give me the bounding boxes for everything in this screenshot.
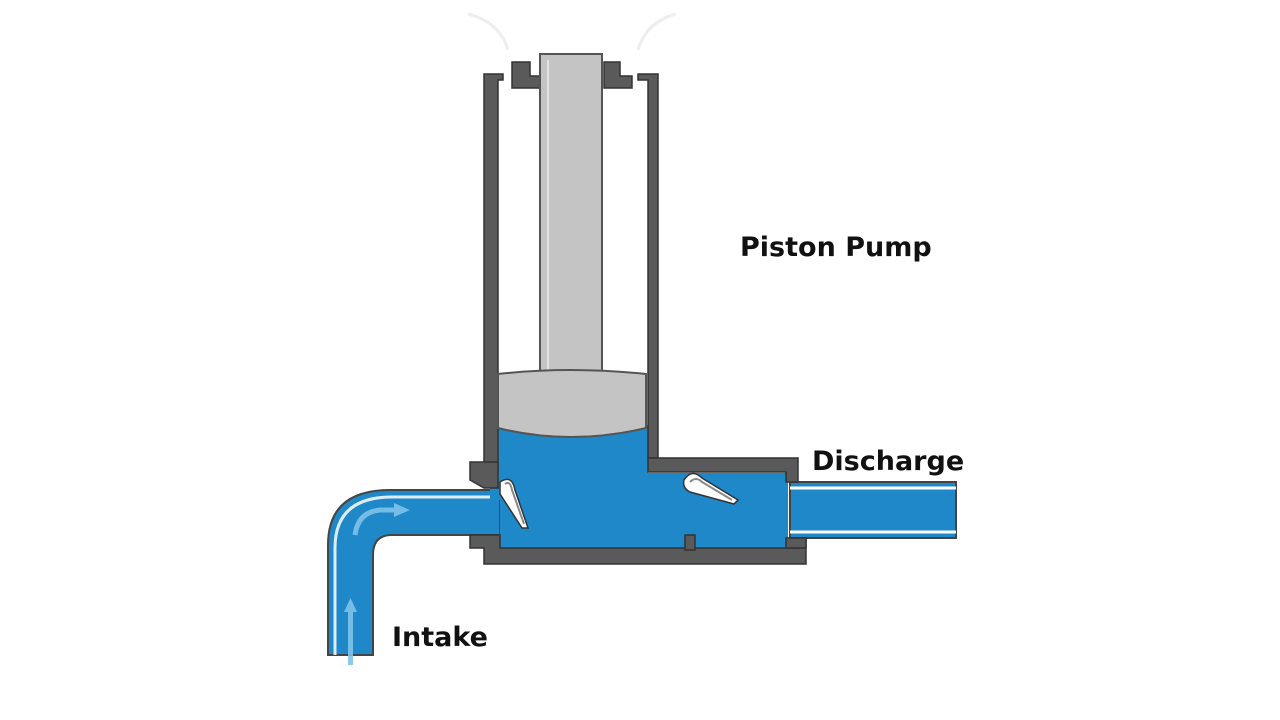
- piston-head: [497, 369, 647, 438]
- discharge-pipe: [789, 481, 957, 539]
- flow-arrow-icon: [344, 503, 410, 665]
- pump-housing: [469, 73, 807, 565]
- discharge-label: Discharge: [812, 446, 965, 477]
- intake-pipe: [327, 489, 501, 665]
- diagram-title: Piston Pump: [740, 232, 932, 263]
- intake-valve-icon: [499, 478, 530, 529]
- steam-wisps: [467, 12, 677, 51]
- intake-label: Intake: [392, 622, 488, 653]
- discharge-valve-icon: [682, 472, 740, 505]
- piston-rod: [539, 53, 603, 377]
- rod-guide: [511, 61, 633, 89]
- chamber-water: [490, 425, 788, 548]
